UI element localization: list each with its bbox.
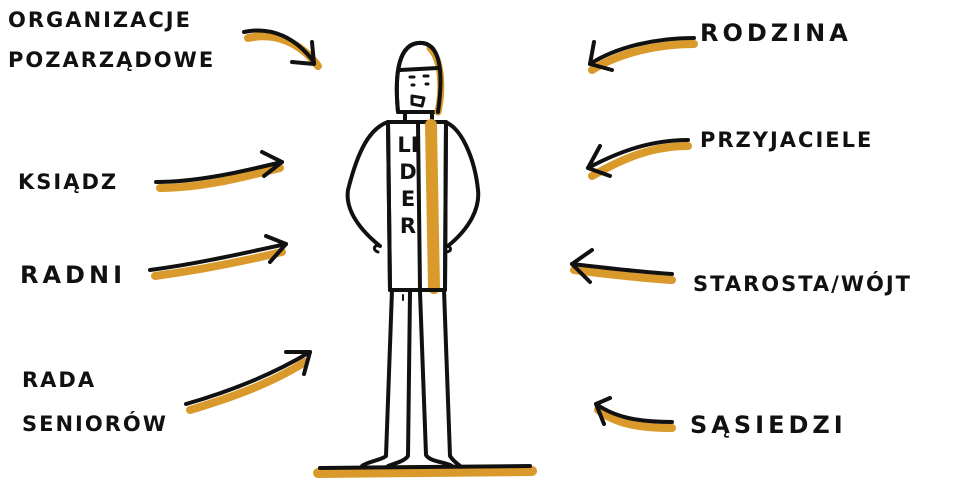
label-radni: Radni bbox=[20, 262, 126, 290]
label-rodzina: Rodzina bbox=[700, 20, 852, 48]
label-ksiadz: Ksiądz bbox=[18, 170, 118, 194]
label-ksiadz-text: Ksiądz bbox=[18, 170, 118, 194]
arrow-przyjaciele bbox=[588, 140, 688, 176]
label-starosta-wojt: Starosta/Wójt bbox=[693, 272, 912, 296]
label-rada-seniorow: Rada Seniorów bbox=[22, 368, 168, 436]
label-przyjaciele-text: Przyjaciele bbox=[700, 128, 873, 152]
arrow-ksiadz bbox=[156, 152, 282, 188]
label-sasiedzi: Sąsiedzi bbox=[690, 412, 847, 440]
ground-line bbox=[318, 466, 532, 473]
arrow-radni bbox=[150, 236, 286, 276]
label-przyjaciele: Przyjaciele bbox=[700, 128, 873, 152]
label-starosta-wojt-text: Starosta/Wójt bbox=[693, 272, 912, 296]
arrow-sasiedzi bbox=[596, 398, 672, 428]
label-organizacje-line2: Pozarządowe bbox=[8, 48, 215, 72]
label-rada-text: Rada bbox=[22, 368, 168, 392]
label-rodzina-text: Rodzina bbox=[700, 20, 852, 48]
label-seniorow-text: Seniorów bbox=[22, 412, 168, 436]
arrow-organizacje bbox=[244, 30, 318, 66]
center-label-lider: LIDER bbox=[396, 132, 420, 240]
arrow-rada-seniorow bbox=[186, 352, 310, 410]
label-organizacje-line1: Organizacje bbox=[8, 8, 215, 32]
arrow-rodzina bbox=[590, 38, 694, 70]
label-radni-text: Radni bbox=[20, 262, 126, 290]
label-sasiedzi-text: Sąsiedzi bbox=[690, 412, 847, 440]
leader-figure bbox=[348, 43, 479, 466]
arrow-starosta-wojt bbox=[572, 250, 672, 282]
label-organizacje: Organizacje Pozarządowe bbox=[8, 8, 215, 72]
